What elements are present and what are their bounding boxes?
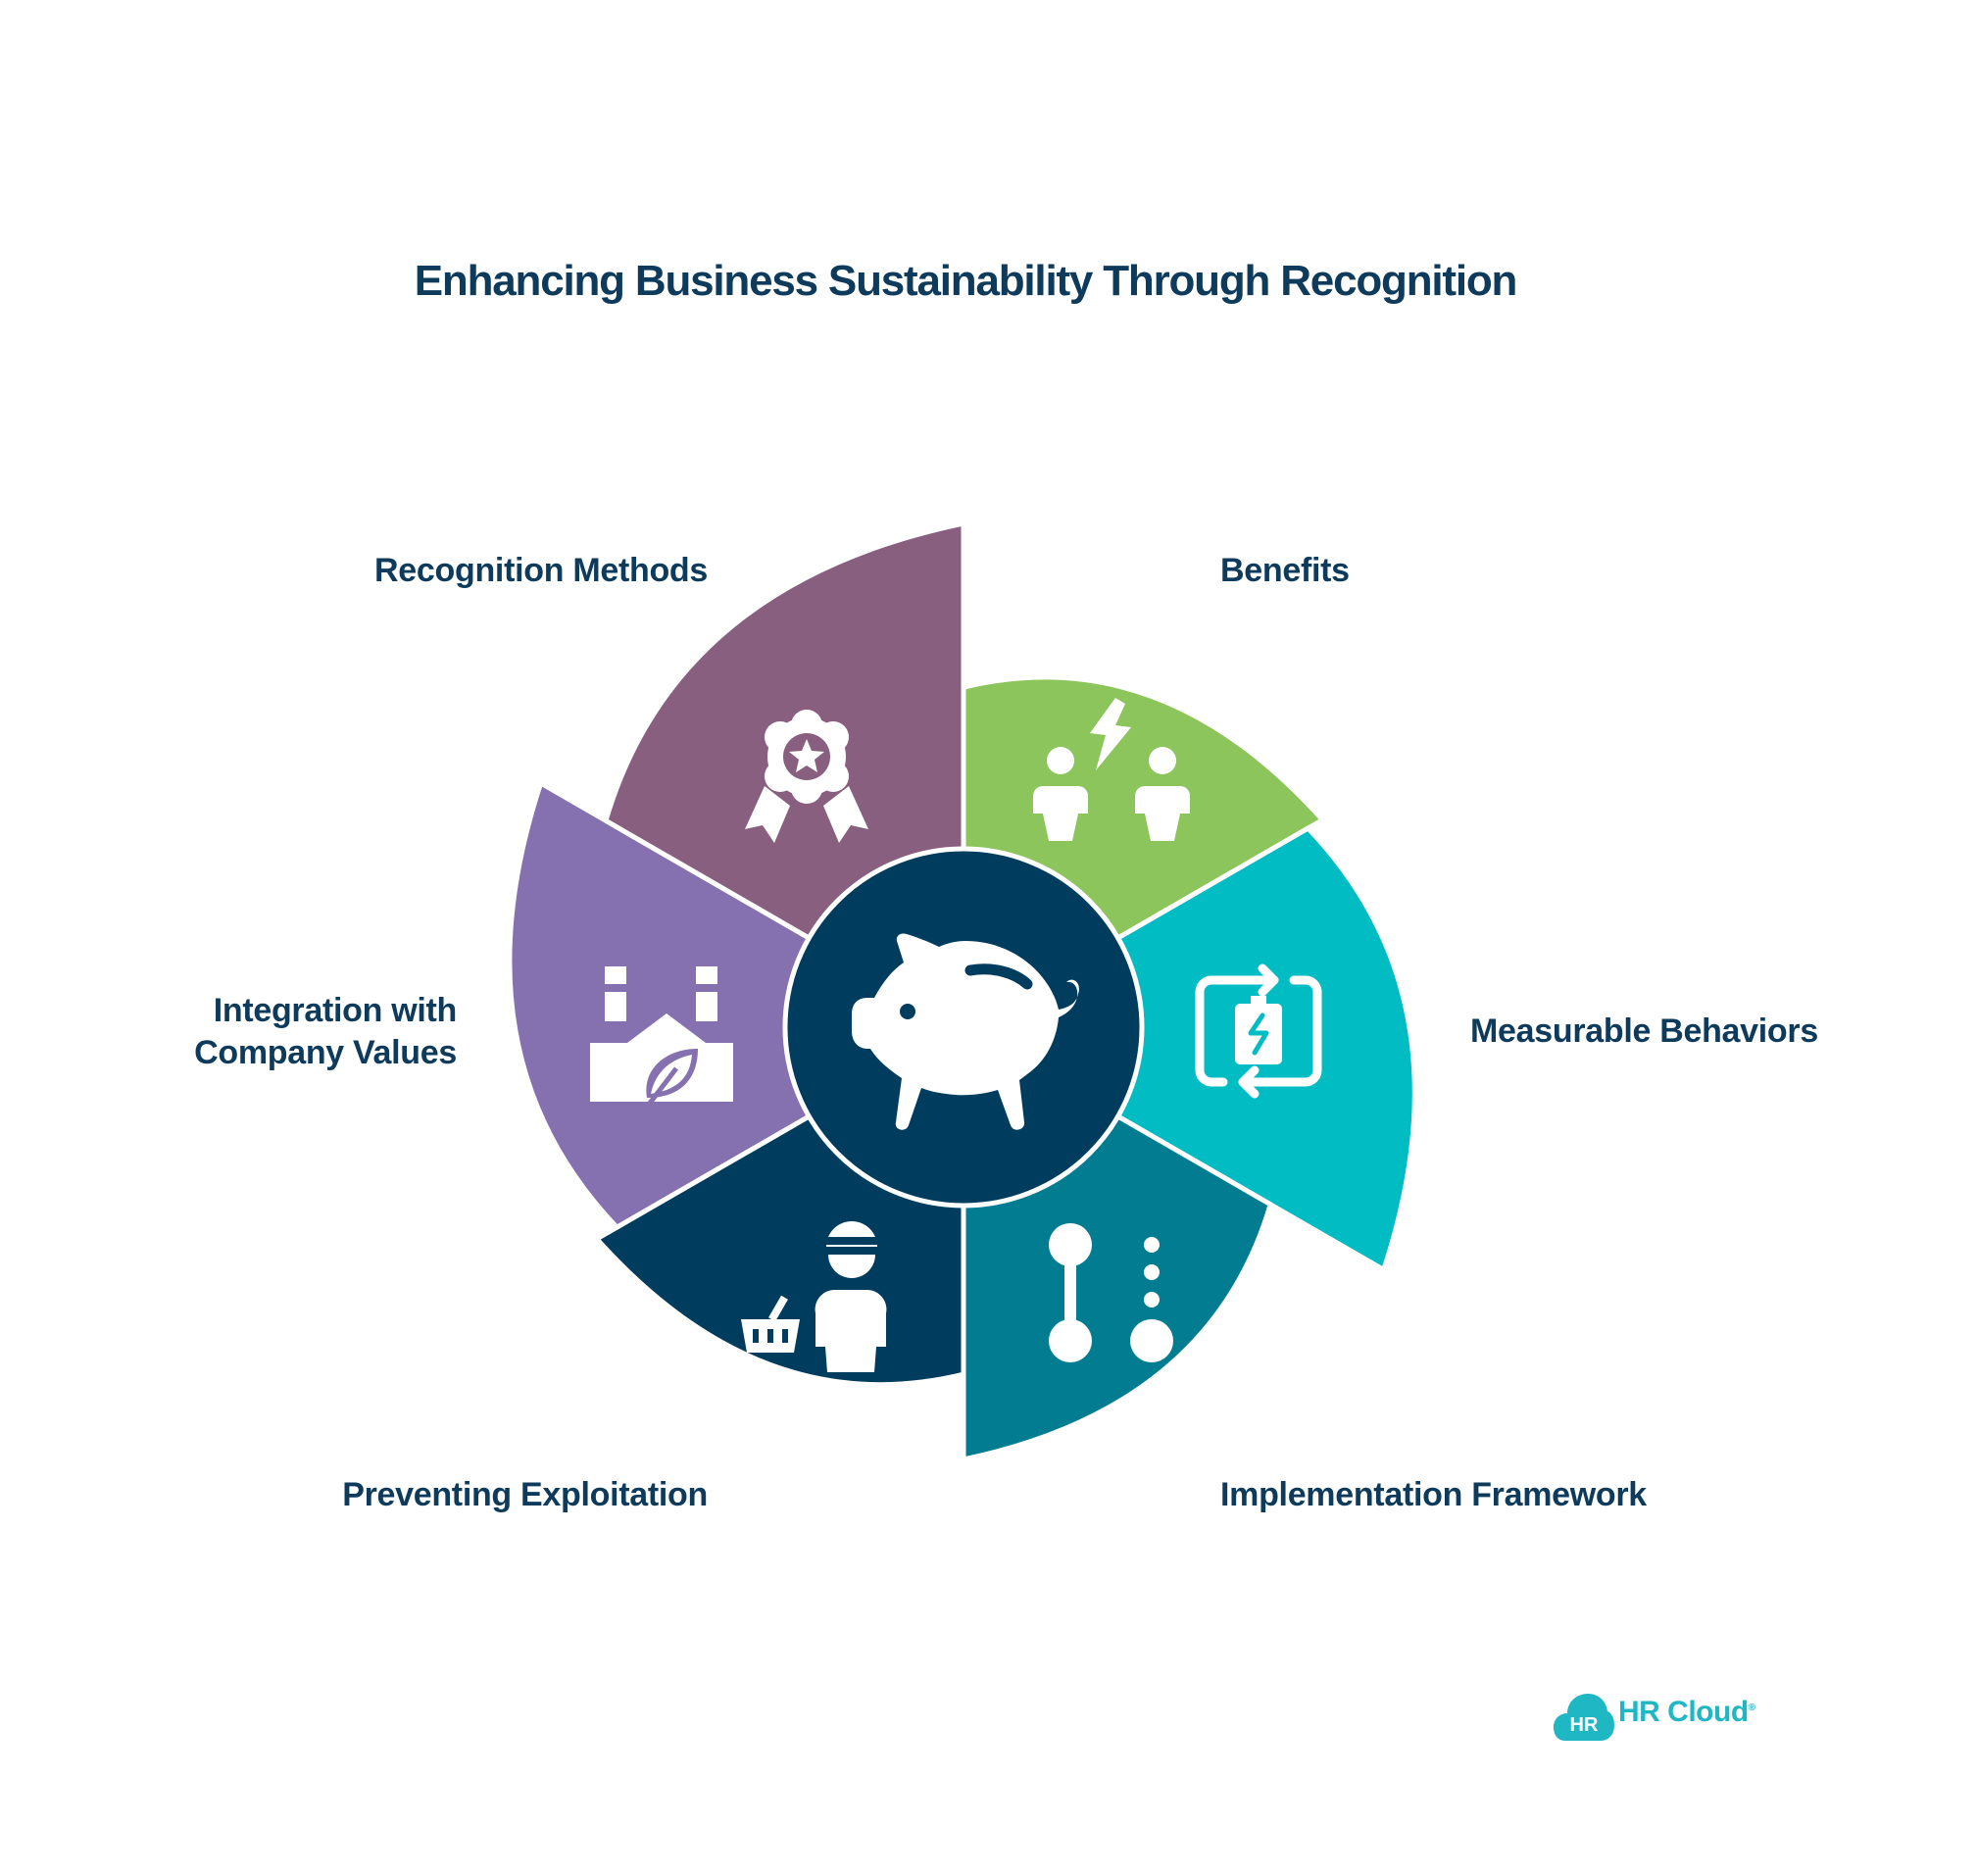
logo-registered-mark: ® xyxy=(1748,1703,1755,1713)
label-integration-line-2: Company Values xyxy=(194,1034,457,1071)
label-measurable-behaviors: Measurable Behaviors xyxy=(1470,1012,1818,1050)
eco-factory-icon xyxy=(590,966,733,1111)
logo-badge-text: HR xyxy=(1570,1714,1599,1736)
step-nodes-icon xyxy=(1049,1223,1173,1362)
label-recognition-methods: Recognition Methods xyxy=(374,552,708,589)
cloud-logo-icon: HR xyxy=(1554,1694,1614,1741)
segment-integration-values xyxy=(507,780,839,1230)
label-integration-values: Integration with Company Values xyxy=(194,990,457,1074)
label-preventing-exploitation: Preventing Exploitation xyxy=(342,1476,708,1513)
logo-name: HR Cloud xyxy=(1618,1696,1749,1728)
label-implementation-framework: Implementation Framework xyxy=(1220,1476,1647,1513)
label-integration-line-1: Integration with xyxy=(213,992,458,1029)
piggy-bank-icon xyxy=(852,933,1079,1130)
award-ribbon-icon xyxy=(745,710,868,843)
hr-cloud-logo: HR HR Cloud® xyxy=(1554,1690,1755,1745)
label-benefits: Benefits xyxy=(1220,552,1350,589)
battery-cycle-icon xyxy=(1195,963,1322,1099)
page-title: Enhancing Business Sustainability Throug… xyxy=(414,257,1518,305)
worker-basket-icon xyxy=(741,1221,887,1372)
two-people-energy-icon xyxy=(1033,698,1190,841)
